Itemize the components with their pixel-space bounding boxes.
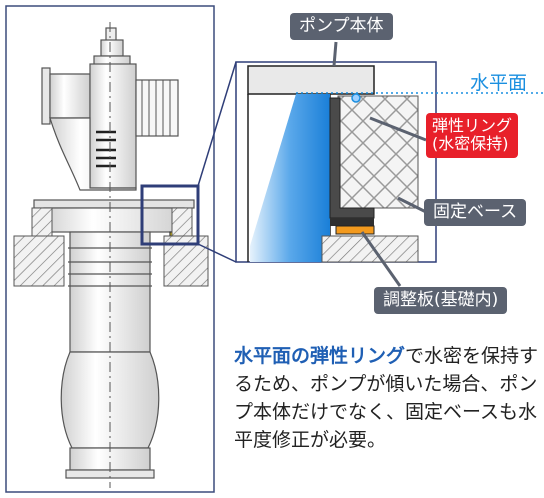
connector-top bbox=[197, 61, 237, 187]
pointer-pump-body bbox=[332, 41, 338, 67]
label-elastic-ring: 弾性リング (水密保持) bbox=[426, 113, 519, 158]
base-left bbox=[31, 207, 53, 237]
pump-illustration bbox=[33, 27, 195, 479]
label-water-level: 水平面 bbox=[470, 72, 528, 94]
description-text: 水平面の弾性リングで水密を保持するため、ポンプが傾いた場合、ポンプ本体だけでなく… bbox=[234, 342, 544, 454]
label-elastic-ring-line1: 弾性リング bbox=[432, 116, 513, 135]
label-pump-body: ポンプ本体 bbox=[290, 13, 393, 40]
description-rest: で水密を保持するため、ポンプが傾いた場合、ポンプ本体だけでなく、固定ベースも水平… bbox=[234, 345, 539, 451]
description-highlight: 水平面の弾性リング bbox=[234, 345, 406, 367]
pointer-elastic-ring bbox=[369, 116, 427, 142]
detail-highlight-box bbox=[140, 184, 200, 246]
foundation-left bbox=[13, 235, 65, 287]
pointer-fixed-base bbox=[397, 196, 427, 214]
label-fixed-base: 固定ベース bbox=[424, 199, 527, 226]
label-elastic-ring-line2: (水密保持) bbox=[432, 134, 509, 153]
pointer-adjust-plate bbox=[360, 231, 402, 287]
connector-bottom bbox=[197, 243, 237, 263]
label-adjust-plate: 調整板(基礎内) bbox=[374, 287, 508, 314]
detail-view bbox=[235, 61, 544, 263]
base-right bbox=[171, 207, 193, 237]
